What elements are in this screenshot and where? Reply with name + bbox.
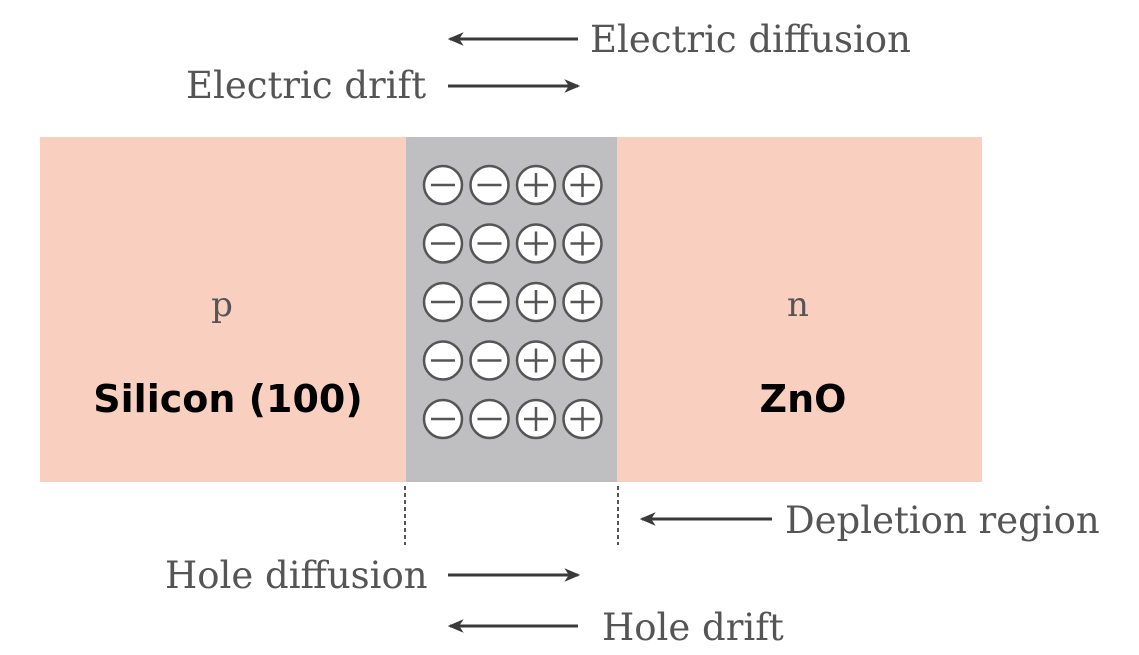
positive-ion-icon bbox=[515, 340, 557, 381]
negative-ion-icon bbox=[469, 223, 510, 264]
p-type-label: p bbox=[211, 285, 233, 325]
depletion-region-label: Depletion region bbox=[785, 499, 1100, 542]
negative-ion-icon bbox=[469, 398, 510, 440]
positive-ion-icon bbox=[515, 398, 557, 440]
n-region bbox=[617, 137, 982, 482]
negative-ion-icon bbox=[422, 223, 464, 264]
positive-ion-icon bbox=[562, 340, 603, 381]
positive-ion-icon bbox=[515, 281, 557, 323]
negative-ion-icon bbox=[469, 340, 510, 381]
negative-ion-icon bbox=[422, 340, 464, 381]
positive-ion-icon bbox=[562, 223, 603, 264]
p-region bbox=[40, 137, 406, 482]
electric-drift-label: Electric drift bbox=[186, 64, 426, 107]
positive-ion-icon bbox=[562, 398, 603, 440]
hole-drift-label: Hole drift bbox=[602, 606, 784, 649]
negative-ion-icon bbox=[422, 164, 464, 206]
zno-label: ZnO bbox=[760, 377, 847, 421]
silicon-label: Silicon (100) bbox=[93, 377, 362, 421]
negative-ion-icon bbox=[469, 164, 510, 206]
positive-ion-icon bbox=[515, 223, 557, 264]
negative-ion-icon bbox=[422, 281, 464, 323]
positive-ion-icon bbox=[562, 164, 603, 206]
n-type-label: n bbox=[787, 285, 809, 325]
hole-diffusion-label: Hole diffusion bbox=[165, 554, 428, 597]
positive-ion-icon bbox=[515, 164, 557, 206]
charge-grid bbox=[422, 164, 603, 440]
negative-ion-icon bbox=[422, 398, 464, 440]
negative-ion-icon bbox=[469, 281, 510, 323]
electric-diffusion-label: Electric diffusion bbox=[590, 18, 911, 61]
positive-ion-icon bbox=[562, 281, 603, 323]
